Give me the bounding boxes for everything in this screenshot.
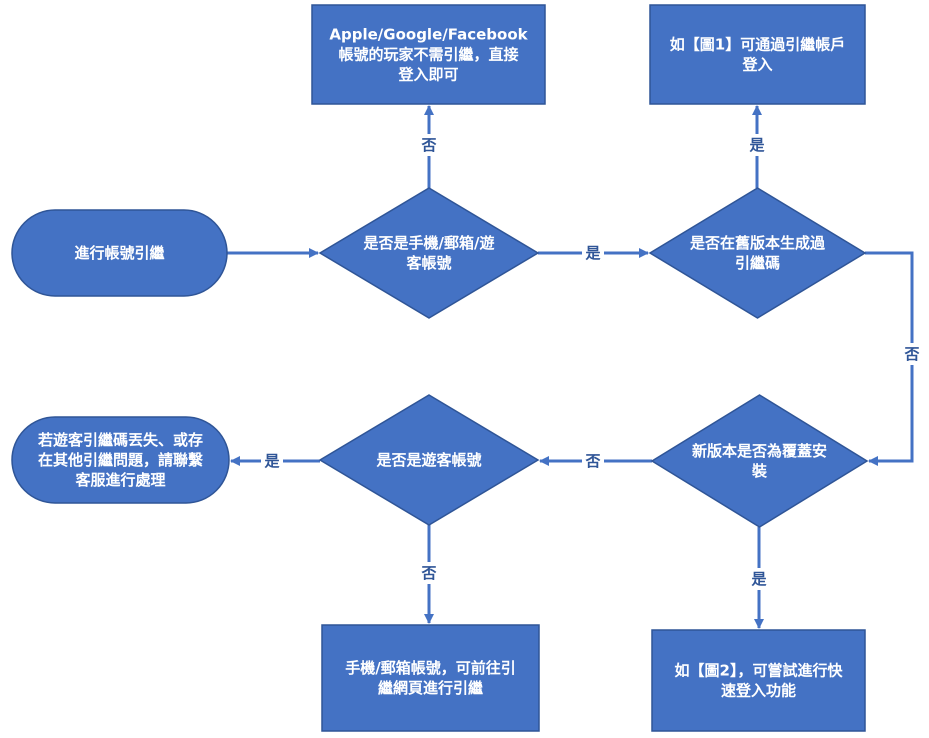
- edge-label-q_guest-to-r_phone_email_page: 否: [420, 564, 436, 582]
- decision-diamond: [650, 394, 869, 528]
- process-box: [649, 4, 866, 105]
- process-box: [321, 624, 540, 732]
- edge-label-background: [261, 450, 283, 472]
- node-text-line: 帳號的玩家不需引繼，直接: [338, 46, 518, 64]
- terminator-shape: [11, 209, 228, 297]
- edge-label-background: [901, 343, 923, 365]
- node-q_guest: 是否是遊客帳號: [318, 394, 540, 526]
- node-text-line: 登入即可: [397, 66, 458, 84]
- edge-label-q_guest-to-r_contact_support: 是: [263, 452, 280, 470]
- edge-label-background: [418, 562, 440, 584]
- edge-label-q_overwrite_install-to-r_fig2: 是: [750, 570, 767, 588]
- process-box: [651, 629, 866, 732]
- node-text-line: 如【圖1】可通過引繼帳戶: [670, 36, 845, 54]
- edge-label-background: [746, 134, 768, 156]
- node-text-line: 新版本是否為覆蓋安: [692, 442, 827, 460]
- node-text-line: 在其他引繼問題，請聯繫: [38, 451, 203, 469]
- edge-label-q_old_version_code-to-q_overwrite_install: 否: [903, 345, 919, 363]
- node-text-line: 手機/郵箱帳號，可前往引: [345, 659, 515, 677]
- decision-diamond: [318, 394, 540, 526]
- edge-label-q_old_version_code-to-r_fig1: 是: [748, 136, 765, 154]
- edge-label-q_phone_email_guest-to-q_old_version_code: 是: [584, 244, 601, 262]
- node-text-line: 是否在舊版本生成過: [689, 234, 826, 252]
- node-start: 進行帳號引繼: [11, 209, 228, 297]
- edge-label-background: [582, 242, 604, 264]
- decision-diamond: [318, 187, 540, 319]
- edge-label-q_phone_email_guest-to-r_social_direct: 否: [420, 136, 436, 154]
- node-text-line: 登入: [741, 56, 772, 74]
- edge-label-background: [748, 568, 770, 590]
- edge-label-background: [582, 450, 604, 472]
- node-text-line: Apple/Google/Facebook: [329, 26, 528, 44]
- node-text-line: 客帳號: [405, 254, 451, 272]
- node-text-line: 引繼碼: [735, 254, 780, 272]
- node-text-line: 速登入功能: [721, 682, 796, 700]
- node-text-line: 如【圖2】，可嘗試進行快: [675, 662, 844, 680]
- node-q_phone_email_guest: 是否是手機/郵箱/遊客帳號: [318, 187, 540, 319]
- node-text-line: 若遊客引繼碼丟失、或存: [37, 431, 203, 449]
- terminator-shape: [11, 416, 230, 504]
- decision-diamond: [648, 187, 867, 319]
- edge-label-q_overwrite_install-to-q_guest: 否: [584, 452, 600, 470]
- node-text-line: 裝: [751, 462, 768, 480]
- edge-label-background: [418, 134, 440, 156]
- node-text-line: 進行帳號引繼: [74, 244, 164, 262]
- process-box: [311, 4, 546, 105]
- node-text-line: 客服進行處理: [74, 471, 165, 489]
- node-text-line: 是否是遊客帳號: [375, 451, 481, 469]
- node-text-line: 繼網頁進行引繼: [378, 679, 483, 697]
- node-text-line: 是否是手機/郵箱/遊: [363, 234, 495, 252]
